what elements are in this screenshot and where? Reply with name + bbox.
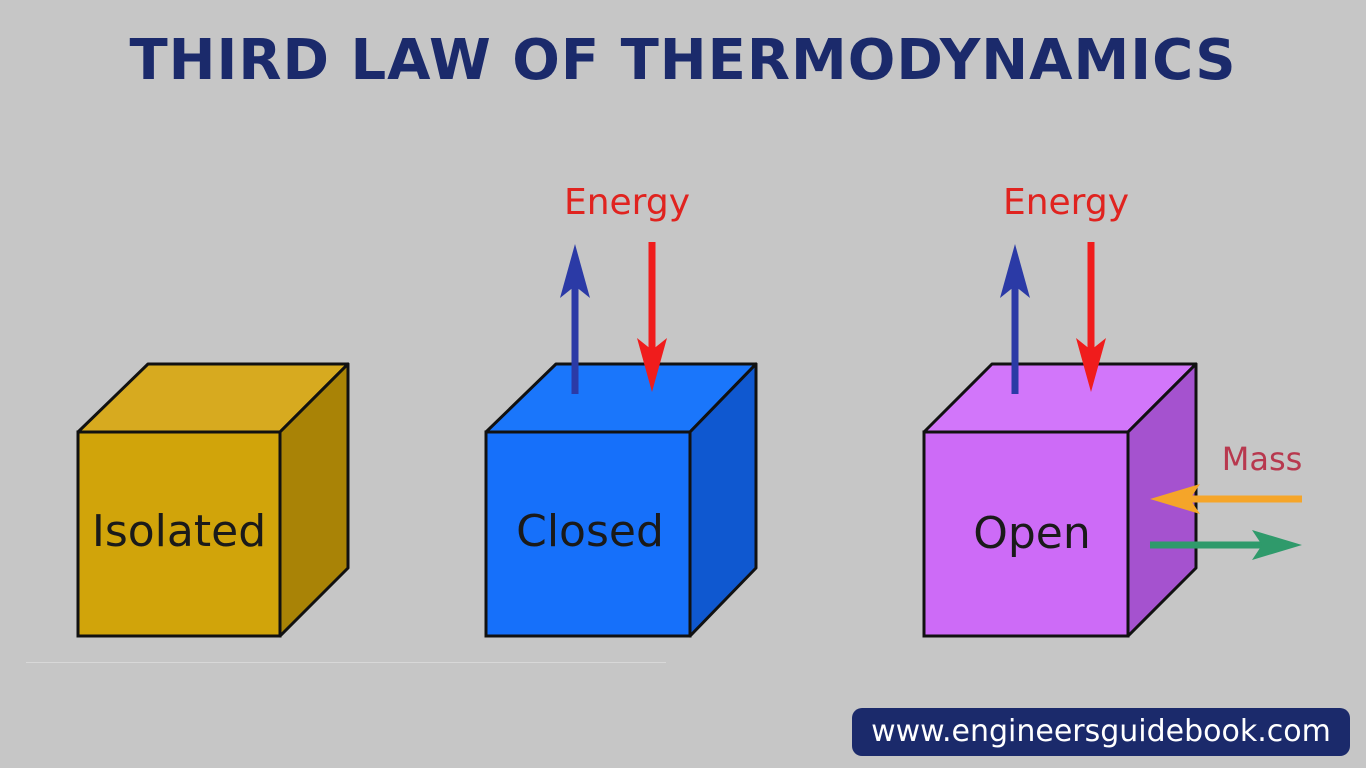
- page-title: THIRD LAW OF THERMODYNAMICS: [129, 28, 1237, 93]
- closed-energy-in-arrow: [637, 242, 667, 392]
- open-energy-out-arrow: [1000, 244, 1030, 394]
- closed-energy-label: Energy: [564, 182, 690, 223]
- isolated-cube: Isolated: [76, 362, 350, 638]
- website-url-badge: www.engineersguidebook.com: [852, 708, 1350, 756]
- open-energy-label: Energy: [1003, 182, 1129, 223]
- mass-in-arrow: [1150, 484, 1302, 514]
- open-cube: Open: [922, 362, 1198, 638]
- mass-out-arrow: [1150, 530, 1302, 560]
- closed-label: Closed: [516, 506, 664, 557]
- closed-cube: Closed: [484, 362, 758, 638]
- closed-energy-out-arrow: [560, 244, 590, 394]
- open-cube-front: [922, 430, 1130, 638]
- open-energy-in-arrow: [1076, 242, 1106, 392]
- mass-label: Mass: [1222, 440, 1303, 478]
- isolated-cube-front: [76, 430, 282, 638]
- isolated-label: Isolated: [92, 506, 266, 557]
- closed-cube-front: [484, 430, 692, 638]
- floor-line: [26, 662, 666, 663]
- open-label: Open: [973, 508, 1091, 559]
